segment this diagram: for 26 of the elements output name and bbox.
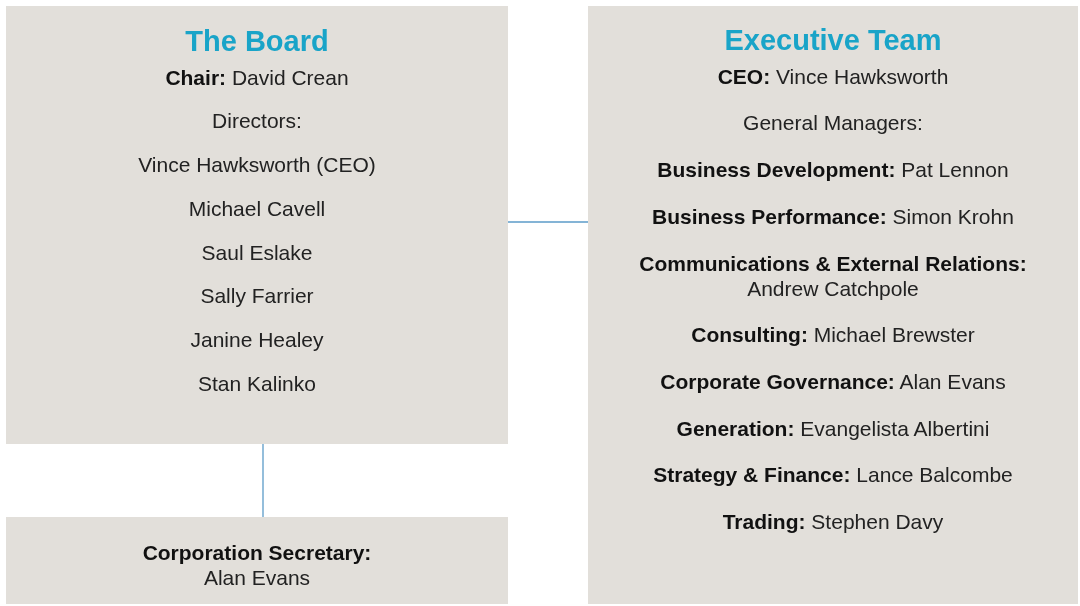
panel-heading: Executive Team bbox=[724, 23, 942, 58]
role-text: Sally Farrier bbox=[200, 283, 314, 309]
role-text: Directors: bbox=[212, 108, 302, 134]
connector-line bbox=[262, 443, 264, 518]
role-text: Consulting: Michael Brewster bbox=[691, 322, 975, 348]
role-text: Trading: Stephen Davy bbox=[722, 509, 944, 535]
role-text: Saul Eslake bbox=[201, 239, 313, 265]
role-text: General Managers: bbox=[743, 110, 923, 136]
connector-line bbox=[507, 221, 589, 223]
org-panel bbox=[6, 517, 508, 604]
role-text: Janine Healey bbox=[190, 326, 324, 353]
role-text: Business Performance: Simon Krohn bbox=[652, 203, 1014, 230]
role-text: Chair: David Crean bbox=[165, 64, 349, 90]
role-text: Business Development: Pat Lennon bbox=[657, 157, 1009, 183]
org-panel bbox=[6, 6, 508, 444]
role-text: Strategy & Finance: Lance Balcombe bbox=[653, 462, 1013, 488]
role-text: Generation: Evangelista Albertini bbox=[676, 415, 990, 441]
org-panel bbox=[588, 6, 1078, 604]
role-text: Communications & External Relations: Andrew Catchpole bbox=[638, 250, 1028, 301]
role-text: Corporation Secretary: Alan Evans bbox=[141, 540, 373, 591]
role-text: Vince Hawksworth (CEO) bbox=[138, 152, 376, 178]
panel-heading: The Board bbox=[185, 24, 329, 59]
role-text: Michael Cavell bbox=[188, 195, 326, 222]
role-text: Stan Kalinko bbox=[198, 370, 316, 396]
role-text: Corporate Governance: Alan Evans bbox=[660, 369, 1006, 395]
role-text: CEO: Vince Hawksworth bbox=[717, 63, 949, 89]
